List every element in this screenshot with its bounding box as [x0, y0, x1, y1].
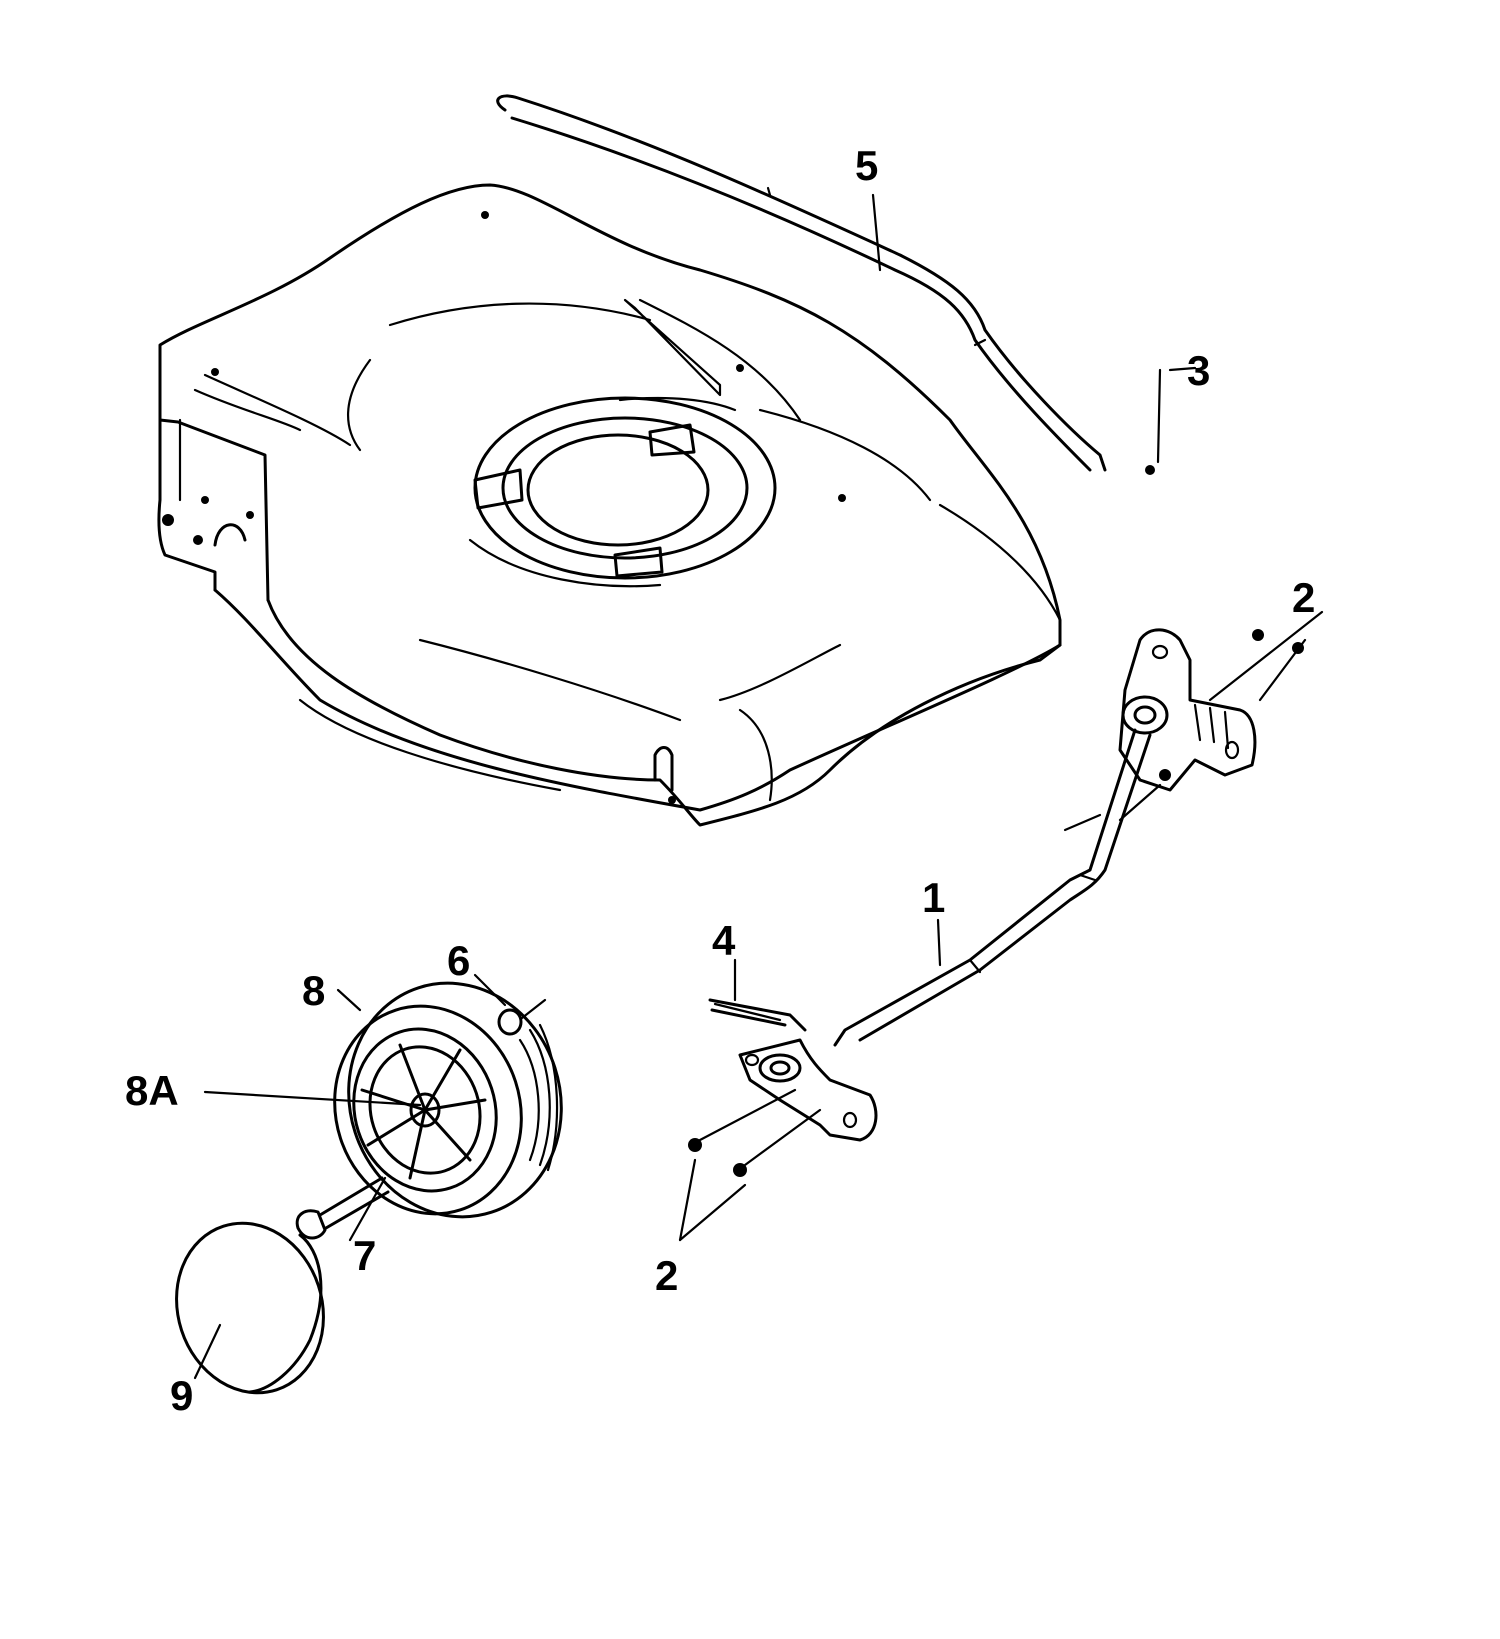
- callout-6: 6: [447, 937, 470, 984]
- callout-8a: 8A: [125, 1067, 179, 1114]
- callout-labels: 5 3 2 1 4 6 8 8A 7 2 9: [125, 142, 1315, 1419]
- leader-lines: [193, 193, 1324, 1380]
- callout-4: 4: [712, 917, 736, 964]
- callout-1: 1: [922, 874, 945, 921]
- callout-9: 9: [170, 1372, 193, 1419]
- part-8-wheel: [333, 981, 563, 1219]
- part-6-nut: [497, 998, 547, 1036]
- part-7-bolt: [295, 1176, 390, 1240]
- callout-7: 7: [353, 1232, 376, 1279]
- part-8a-hub-spokes: [360, 1043, 487, 1180]
- part-1-axle-linkage: [708, 628, 1257, 1142]
- part-2-bolts: [688, 629, 1307, 1177]
- callout-3: 3: [1187, 347, 1210, 394]
- callout-2-lower: 2: [655, 1252, 678, 1299]
- callout-8: 8: [302, 967, 325, 1014]
- part-9-hub-cap: [175, 1221, 325, 1395]
- part-5-rear-rod: [496, 94, 1155, 475]
- callout-5: 5: [855, 142, 878, 189]
- mower-deck: [157, 183, 1062, 827]
- callout-2-upper: 2: [1292, 574, 1315, 621]
